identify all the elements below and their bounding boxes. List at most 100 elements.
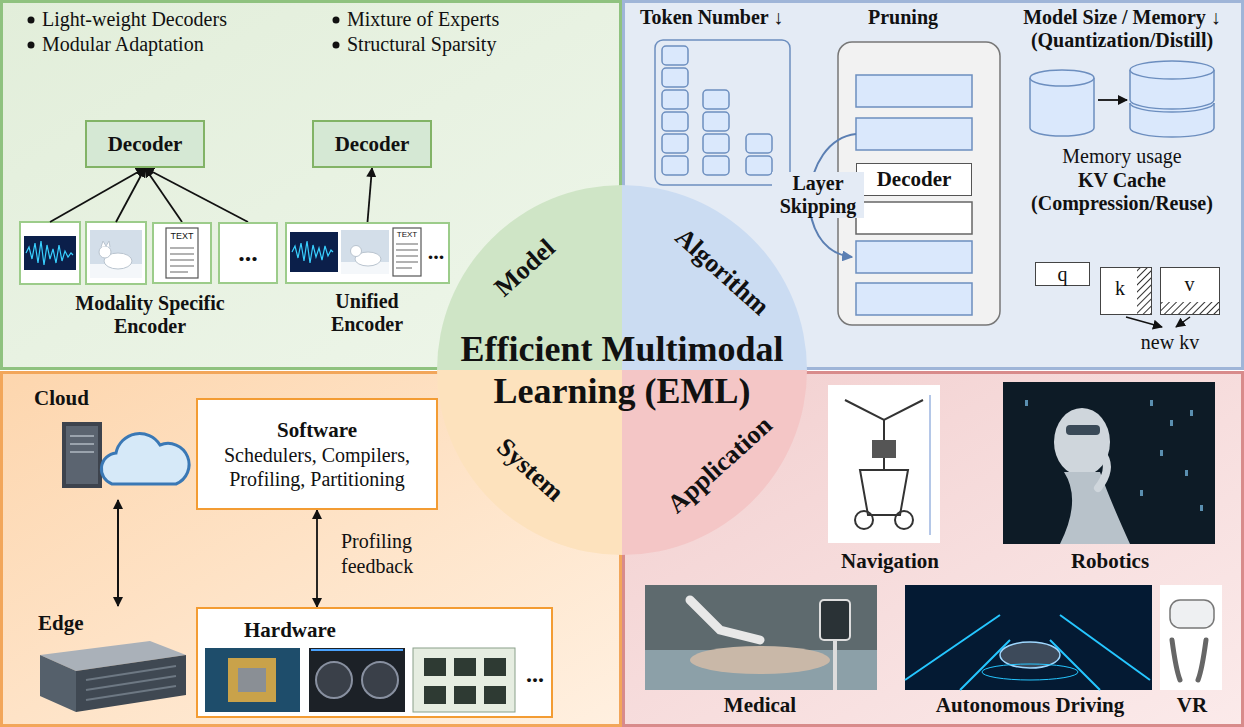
caption: new kv [1135, 331, 1205, 354]
driving-image [905, 585, 1152, 690]
robotics-image [1170, 420, 1173, 426]
section-heading: KV Cache (Compression/Reuse) [1003, 169, 1241, 215]
decoder-box: Decoder [312, 120, 432, 168]
application-label: Autonomous Driving [905, 693, 1155, 717]
encoder-icon [396, 244, 418, 268]
decoder-label: Decoder [108, 132, 183, 157]
value-box: v [1160, 267, 1220, 315]
navigation-robot [872, 440, 896, 458]
bullet-dot [333, 42, 340, 49]
cloud-icon [62, 422, 102, 488]
encoder-icon [99, 246, 111, 258]
robotics-image [1190, 410, 1193, 416]
application-label: Navigation [830, 549, 950, 573]
robotics-image [1200, 505, 1203, 511]
hardware-chips [228, 658, 276, 702]
token-illustration [655, 40, 790, 185]
token-illustration [703, 134, 729, 153]
kv-cache-fill [1161, 302, 1219, 314]
token-illustration [662, 68, 688, 87]
encoder-icon [170, 248, 194, 272]
hardware-chips [311, 649, 403, 651]
token-illustration [655, 40, 790, 185]
token-illustration [662, 134, 688, 153]
text-icon-label: TEXT [393, 230, 421, 240]
hardware-chips [196, 607, 553, 718]
ellipsis: ... [238, 238, 258, 268]
key-label: k [1105, 278, 1135, 298]
token-illustration [703, 90, 729, 109]
hardware-chips [454, 686, 476, 704]
cloud-edge-arrow [117, 500, 119, 606]
edge-label: Profiling feedback [341, 529, 456, 579]
token-illustration [662, 46, 772, 175]
robotics-image [1025, 400, 1203, 511]
connector-arrow [368, 168, 373, 222]
edge-server-icon [40, 655, 76, 712]
decoder-stack [856, 75, 972, 315]
vr-image [1172, 640, 1206, 680]
value-label: v [1161, 274, 1218, 294]
leader-line [1176, 317, 1190, 327]
arrow-label: Layer Skipping [772, 172, 864, 218]
robotics-image [1003, 382, 1215, 544]
medical-image [645, 585, 877, 690]
encoder-icon [393, 228, 421, 276]
token-illustration [662, 90, 688, 109]
cloud-icon [66, 426, 98, 484]
encoder-icon [290, 232, 338, 272]
quadrant-title: Efficient Multimodal Learning (EML) [447, 328, 797, 412]
connector-arrow [145, 168, 248, 222]
encoder-icon [341, 230, 389, 274]
encoder-icon [292, 241, 333, 263]
connector-arrow [316, 510, 318, 607]
encoder-box: ... [218, 222, 278, 284]
encoder-caption: Modality Specific Encoder [65, 292, 235, 338]
hardware-chips [196, 607, 553, 718]
software-box: SoftwareSchedulers, Compilers, Profiling… [196, 398, 438, 510]
hardware-box: Hardware... [196, 607, 553, 718]
application-label: Robotics [1050, 549, 1170, 573]
hardware-chips [362, 662, 398, 698]
hardware-chips [316, 662, 352, 698]
medical-image [690, 600, 760, 640]
bullet-dot [333, 17, 340, 24]
kv-cache-fill [1137, 268, 1151, 314]
robotics-image [1150, 400, 1153, 406]
encoder-icon [285, 222, 450, 284]
application-label: VR [1160, 693, 1224, 717]
navigation-robot [895, 511, 913, 529]
bullet-item: Structural Sparsity [347, 33, 496, 56]
text-icon-label: Unified Encoder [307, 290, 427, 336]
decoder-stack [856, 283, 972, 315]
encoder-icon [166, 228, 198, 278]
robotics-image [1025, 400, 1028, 406]
decoder-stack [856, 75, 972, 107]
robotics-image [1185, 470, 1188, 476]
bullet-item: Light-weight Decoders [42, 8, 227, 31]
hardware-chips [484, 686, 506, 704]
kv-cache-fill [1100, 267, 1152, 315]
token-illustration [662, 46, 688, 65]
robotics-image [1066, 425, 1100, 435]
edge-server-icon [76, 655, 186, 712]
encoder-icon [26, 241, 73, 265]
hardware-title: Hardware [244, 617, 336, 643]
driving-image [982, 664, 1078, 680]
encoder-icon [20, 222, 450, 284]
kv-cache-fill [1035, 262, 1220, 315]
robotics-image [1160, 450, 1163, 456]
token-illustration [703, 156, 729, 175]
bullet-dot [28, 17, 35, 24]
kv-cache-fill [1160, 267, 1220, 315]
decoder-layer: Decoder [856, 163, 972, 196]
token-illustration [746, 134, 772, 153]
hardware-chips [238, 668, 266, 692]
application-label: Medical [700, 693, 820, 717]
bullet-item: Modular Adaptation [42, 33, 204, 56]
leader-line [1126, 317, 1162, 327]
hardware-chips [205, 648, 300, 712]
edge-server-icon [86, 666, 176, 700]
navigation-robot [855, 511, 873, 529]
